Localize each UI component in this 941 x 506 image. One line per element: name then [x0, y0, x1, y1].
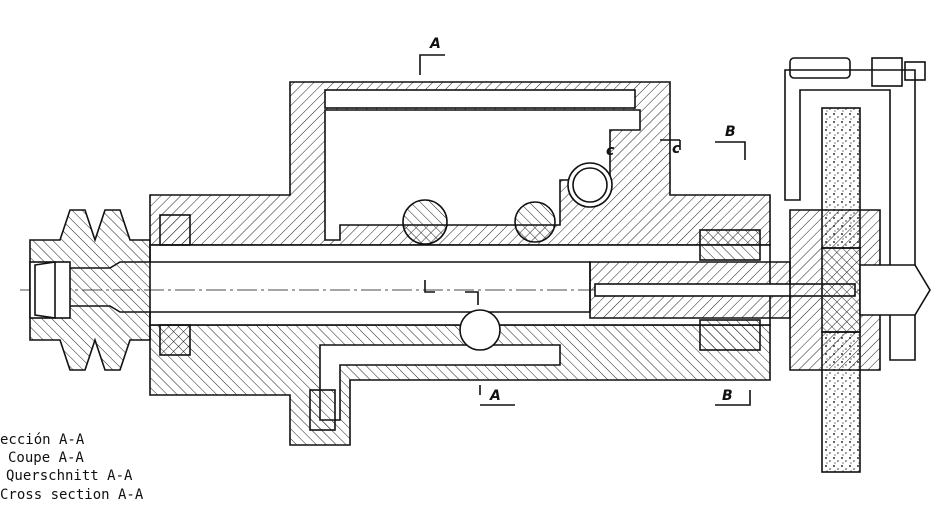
section-mark-b-top: B — [725, 124, 736, 140]
caption-french: Coupe A-A — [8, 450, 84, 466]
caption-spanish: ección A-A — [0, 432, 85, 448]
wheel-guard — [784, 69, 916, 361]
section-mark-c-left: c — [606, 143, 615, 159]
section-line-c — [660, 139, 681, 150]
section-line-b-bottom — [715, 390, 751, 406]
gear-shaft-section — [402, 199, 448, 245]
section-line-a-bottom — [479, 385, 515, 406]
section-mark-c-right: c — [672, 141, 681, 157]
section-mark-a-top: A — [430, 36, 441, 52]
section-line-a-top — [419, 54, 445, 75]
bearing — [159, 214, 191, 246]
pulley — [29, 209, 151, 371]
housing-bottom — [149, 324, 771, 446]
section-mark-b-bottom: B — [722, 388, 733, 404]
section-mark-a-bottom: A — [490, 388, 501, 404]
section-line-b-top — [715, 141, 746, 160]
caption-german: Querschnitt A-A — [6, 468, 133, 484]
housing-cavity — [324, 109, 641, 241]
caption-english: Cross section A-A — [0, 487, 144, 503]
